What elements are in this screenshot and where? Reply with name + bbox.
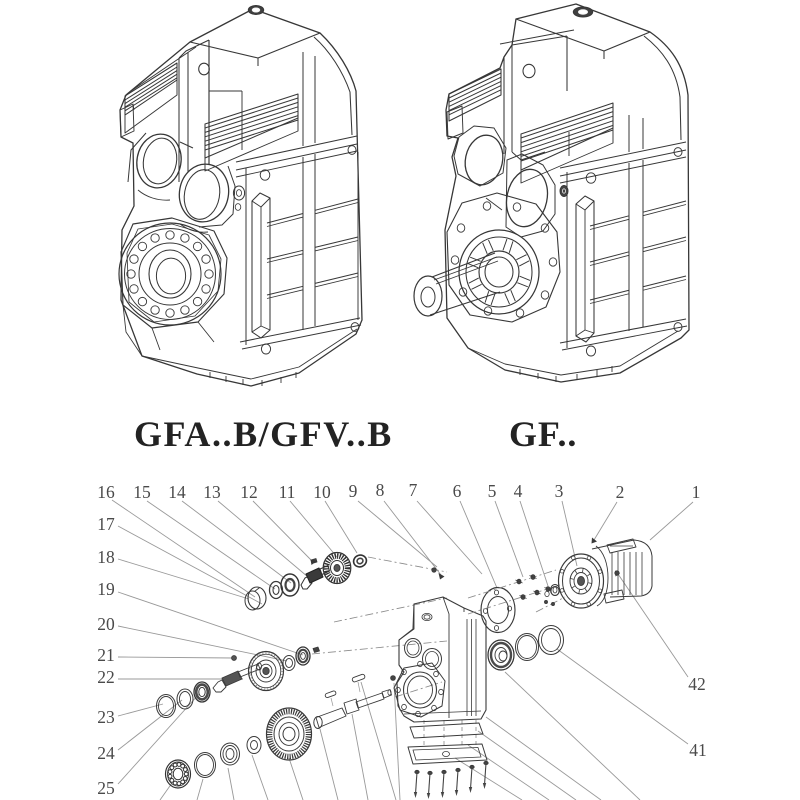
- svg-text:22: 22: [97, 667, 115, 687]
- svg-text:10: 10: [313, 482, 331, 502]
- svg-text:6: 6: [453, 481, 462, 501]
- svg-text:13: 13: [203, 482, 221, 502]
- svg-text:23: 23: [97, 707, 115, 727]
- svg-text:2: 2: [616, 482, 625, 502]
- svg-text:GF..: GF..: [509, 414, 577, 454]
- svg-text:19: 19: [97, 579, 115, 599]
- svg-text:14: 14: [168, 482, 186, 502]
- svg-text:16: 16: [97, 482, 115, 502]
- svg-text:12: 12: [240, 482, 258, 502]
- svg-text:3: 3: [555, 481, 564, 501]
- svg-text:9: 9: [349, 481, 358, 501]
- svg-text:24: 24: [97, 743, 115, 763]
- svg-text:21: 21: [97, 645, 115, 665]
- svg-text:41: 41: [689, 740, 707, 760]
- svg-text:18: 18: [97, 547, 115, 567]
- svg-text:5: 5: [488, 481, 497, 501]
- svg-text:42: 42: [688, 674, 706, 694]
- svg-text:7: 7: [409, 480, 418, 500]
- svg-text:4: 4: [514, 481, 523, 501]
- svg-text:15: 15: [133, 482, 151, 502]
- svg-text:11: 11: [279, 482, 296, 502]
- svg-text:GFA..B/GFV..B: GFA..B/GFV..B: [134, 414, 393, 454]
- svg-text:8: 8: [376, 480, 385, 500]
- svg-text:17: 17: [97, 514, 115, 534]
- svg-text:25: 25: [97, 778, 115, 798]
- svg-text:20: 20: [97, 614, 115, 634]
- svg-text:1: 1: [692, 482, 701, 502]
